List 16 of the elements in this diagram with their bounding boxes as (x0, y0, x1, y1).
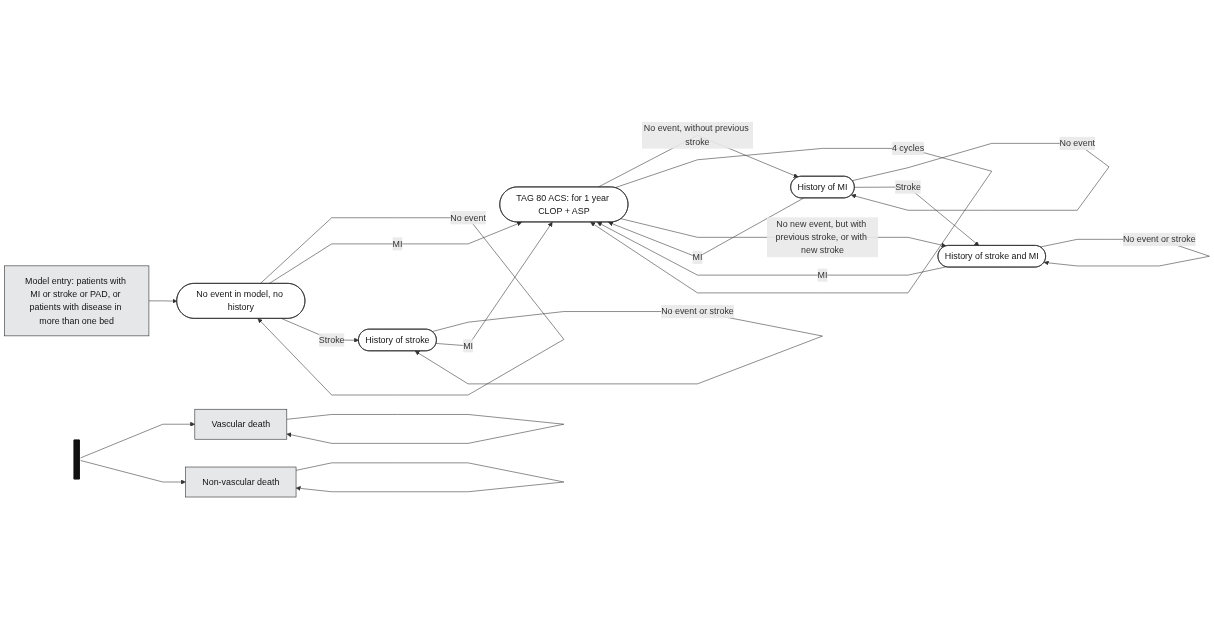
edge-label: No event (450, 212, 486, 223)
edge-label: No event, without previous stroke (643, 123, 749, 147)
edge-label: MI (692, 252, 703, 262)
edge-label: Stroke (895, 182, 921, 192)
edge-label: No event or stroke (661, 306, 734, 316)
edge-label: No event (1059, 138, 1096, 148)
edge-label: No event or stroke (1122, 234, 1196, 244)
edge-label: Stroke (318, 334, 345, 345)
edge-label: MI (392, 238, 403, 249)
node-box: Non-vascular death (185, 466, 297, 498)
node-box: Vascular death (194, 408, 288, 440)
edge-label: MI (817, 270, 828, 280)
edge-label: MI (463, 340, 474, 351)
edge-label: 4 cycles (891, 143, 925, 153)
edge-label: No new event, but with previous stroke, or with new stroke (775, 218, 867, 256)
node-box: Model entry: patients with MI or stroke or PAD, or patients with disease in more than one bed (4, 265, 150, 337)
